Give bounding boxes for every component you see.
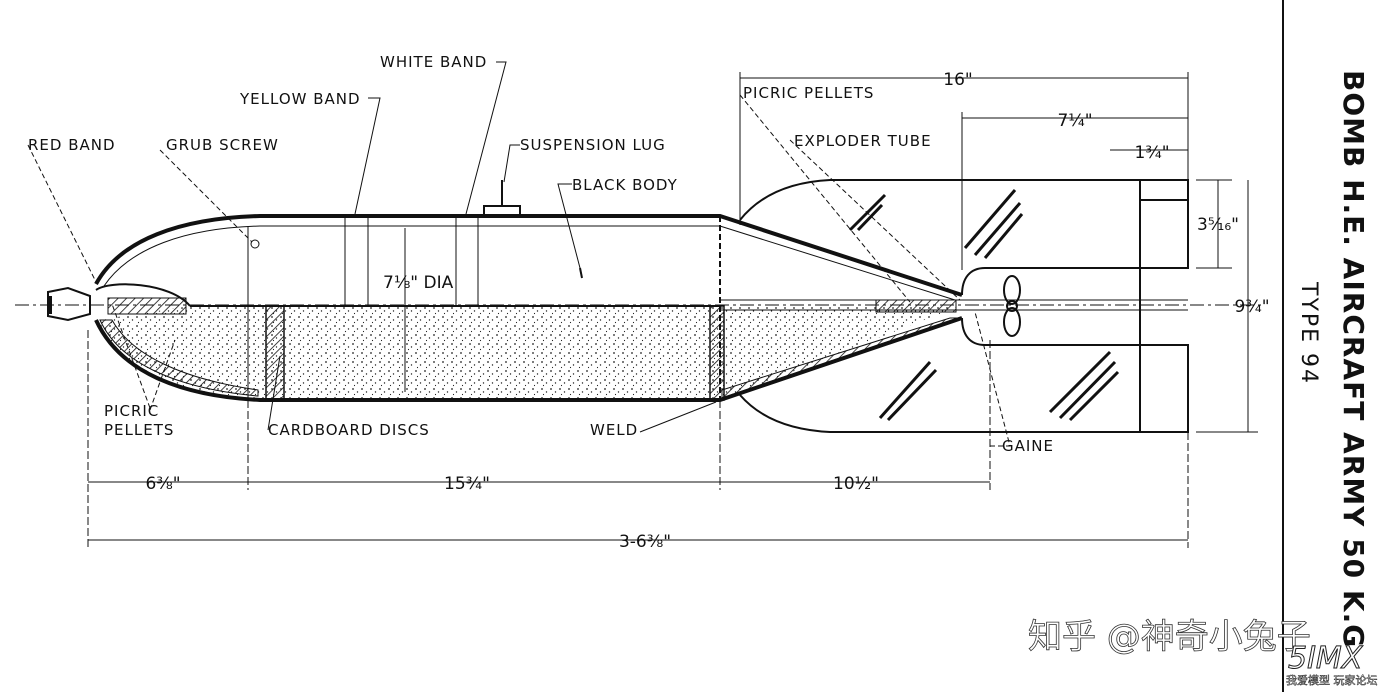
tail-vane	[1003, 275, 1021, 337]
label-red-band: RED BAND	[28, 136, 116, 154]
watermark-logo: 5IMX	[1288, 641, 1364, 676]
dim-body: 15¾"	[444, 474, 490, 494]
tail-fin-assembly	[739, 179, 1189, 433]
bomb-body	[47, 180, 1188, 402]
label-suspension-lug: SUSPENSION LUG	[520, 136, 666, 154]
drawing-title: BOMB H.E. AIRCRAFT ARMY 50 K.G	[1337, 70, 1370, 648]
label-weld: WELD	[590, 421, 638, 439]
dim-fin-height: 3⁵⁄₁₆"	[1197, 215, 1239, 235]
drawing-subtitle: TYPE 94	[1296, 281, 1321, 385]
dimension-lines	[87, 72, 1258, 548]
watermark-logo-sub: 我爱模型 玩家论坛	[1286, 673, 1378, 687]
dim-overall-tail: 16"	[943, 70, 972, 90]
label-diameter: 7⅛" DIA	[383, 273, 454, 293]
watermark-text: 知乎 @神奇小兔子	[1028, 617, 1311, 657]
dim-overall: 3-6⅜"	[619, 532, 671, 552]
label-picric-pellets-top: PICRIC PELLETS	[743, 84, 874, 102]
label-white-band: WHITE BAND	[380, 53, 487, 71]
dim-nose: 6⅜"	[145, 474, 180, 494]
dim-tail: 10½"	[833, 474, 879, 494]
label-cardboard-discs: CARDBOARD DISCS	[268, 421, 430, 439]
label-yellow-band: YELLOW BAND	[239, 90, 361, 108]
label-grub-screw: GRUB SCREW	[166, 136, 279, 154]
dim-span: 9¾"	[1234, 297, 1269, 317]
dim-fin-tip: 1¾"	[1134, 143, 1169, 163]
dim-tail-fin: 7¼"	[1057, 111, 1092, 131]
label-black-body: BLACK BODY	[572, 176, 678, 194]
label-pellets: PELLETS	[104, 421, 174, 439]
label-picric: PICRIC	[104, 402, 159, 420]
label-gaine: GAINE	[1002, 437, 1054, 455]
leader-lines	[27, 61, 1011, 447]
label-exploder-tube: EXPLODER TUBE	[794, 132, 932, 150]
